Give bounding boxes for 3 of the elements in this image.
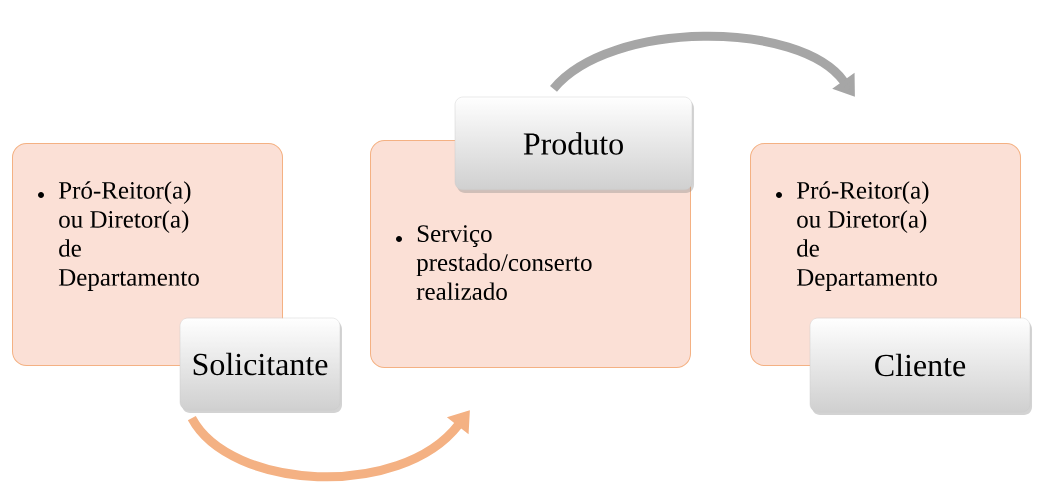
label-box: Produto (454, 96, 694, 193)
label-box: Solicitante (179, 317, 342, 413)
label-box: Cliente (809, 317, 1032, 415)
